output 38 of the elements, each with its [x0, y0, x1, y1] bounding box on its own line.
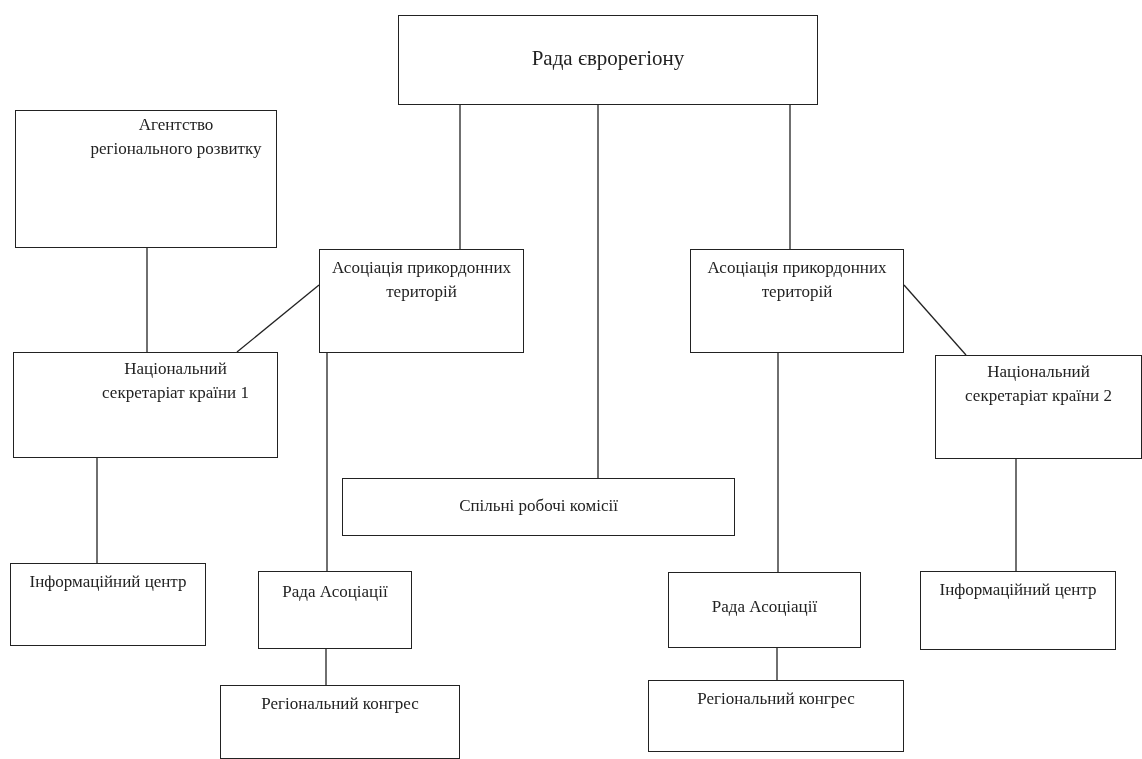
org-box [319, 249, 524, 353]
connector-line [1015, 458, 1017, 572]
box-label: Рада Асоціації [281, 581, 389, 603]
box-label: Асоціація прикордонних територій [707, 257, 887, 303]
box-label: Інформаційний центр [28, 571, 188, 593]
org-box [13, 352, 278, 458]
org-box [258, 571, 412, 649]
connector-line [597, 104, 599, 479]
box-label: Асоціація прикордонних територій [331, 257, 512, 303]
org-box [220, 685, 460, 759]
connector-line [776, 647, 778, 681]
org-box [920, 571, 1116, 650]
org-box [690, 249, 904, 353]
box-label: Рада єврорегіону [530, 45, 686, 72]
org-box [668, 572, 861, 648]
box-label: Національний секретаріат країни 1 [101, 358, 250, 404]
connector-line [903, 284, 967, 356]
connector-line [236, 284, 320, 353]
org-box [935, 355, 1142, 459]
connector-line [96, 457, 98, 564]
box-label: Агентство регіонального розвитку [89, 114, 263, 160]
org-box [15, 110, 277, 248]
connector-line [325, 648, 327, 686]
org-box [648, 680, 904, 752]
connector-line [326, 352, 328, 572]
box-label: Інформаційний центр [938, 579, 1098, 601]
connector-line [146, 247, 148, 353]
org-box [398, 15, 818, 105]
org-box [342, 478, 735, 536]
box-label: Спільні робочі комісії [458, 495, 619, 517]
box-label: Рада Асоціації [710, 596, 819, 618]
box-label: Регіональний конгрес [260, 693, 420, 715]
box-label: Регіональний конгрес [696, 688, 856, 710]
connector-line [459, 104, 461, 250]
box-label: Національний секретаріат країни 2 [964, 361, 1113, 407]
connector-line [789, 104, 791, 250]
org-box [10, 563, 206, 646]
connector-line [777, 352, 779, 573]
